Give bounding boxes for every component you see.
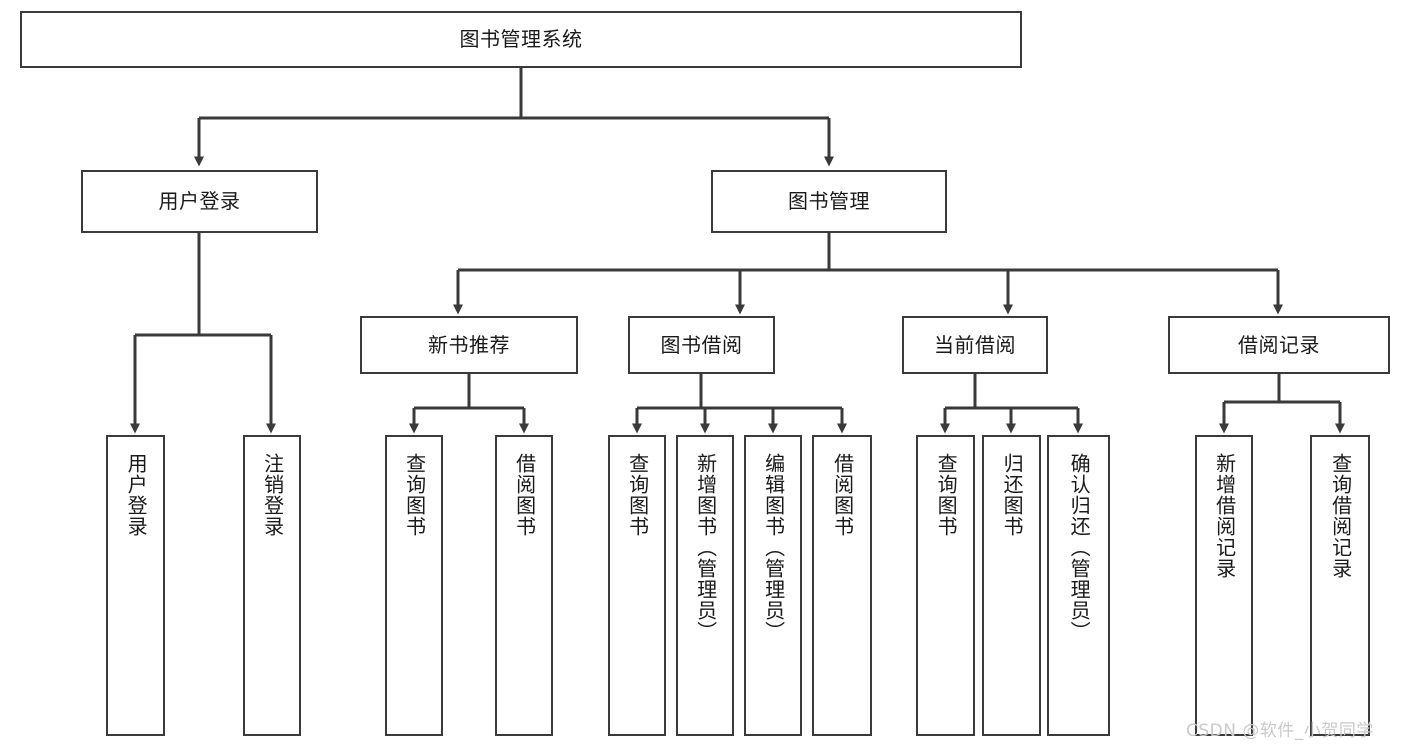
node-borrow-record-label: 借阅记录	[1238, 332, 1320, 357]
node-root[interactable]: 图书管理系统	[20, 11, 1022, 68]
leaf-add-book-admin-label: 新增图书（管理员）	[693, 453, 718, 642]
leaf-borrow-book-label: 借阅图书	[830, 453, 855, 537]
leaf-borrow-book-recommend[interactable]: 借阅图书	[495, 435, 553, 736]
leaf-logout[interactable]: 注销登录	[243, 435, 301, 736]
node-current-borrow[interactable]: 当前借阅	[902, 316, 1048, 374]
leaf-query-borrow-record[interactable]: 查询借阅记录	[1310, 435, 1370, 736]
leaf-query-borrow-record-label: 查询借阅记录	[1328, 453, 1353, 579]
leaf-query-book-recommend-label: 查询图书	[402, 453, 427, 537]
leaf-edit-book-admin[interactable]: 编辑图书（管理员）	[744, 435, 802, 736]
node-borrow-record[interactable]: 借阅记录	[1168, 316, 1390, 374]
leaf-add-book-admin[interactable]: 新增图书（管理员）	[676, 435, 734, 736]
node-new-book-recommend-label: 新书推荐	[428, 332, 510, 357]
leaf-query-book[interactable]: 查询图书	[608, 435, 666, 736]
leaf-add-borrow-record-label: 新增借阅记录	[1212, 453, 1237, 579]
node-book-management[interactable]: 图书管理	[711, 170, 947, 233]
node-new-book-recommend[interactable]: 新书推荐	[360, 316, 578, 374]
leaf-confirm-return-admin[interactable]: 确认归还（管理员）	[1047, 435, 1110, 736]
leaf-add-borrow-record[interactable]: 新增借阅记录	[1195, 435, 1253, 736]
watermark-text: CSDN @软件_小贺同学	[1186, 721, 1374, 741]
leaf-query-book-current[interactable]: 查询图书	[916, 435, 975, 736]
leaf-query-book-label: 查询图书	[625, 453, 650, 537]
leaf-return-book-label: 归还图书	[1000, 453, 1025, 537]
leaf-user-login-label: 用户登录	[124, 453, 149, 537]
leaf-query-book-current-label: 查询图书	[934, 453, 959, 537]
node-current-borrow-label: 当前借阅	[934, 332, 1016, 357]
leaf-borrow-book[interactable]: 借阅图书	[812, 435, 872, 736]
leaf-query-book-recommend[interactable]: 查询图书	[385, 435, 443, 736]
node-user-login[interactable]: 用户登录	[81, 170, 318, 233]
node-user-login-label: 用户登录	[158, 189, 241, 214]
leaf-confirm-return-admin-label: 确认归还（管理员）	[1067, 453, 1092, 642]
leaf-edit-book-admin-label: 编辑图书（管理员）	[761, 453, 786, 642]
leaf-user-login[interactable]: 用户登录	[106, 435, 165, 736]
leaf-borrow-book-recommend-label: 借阅图书	[512, 453, 537, 537]
leaf-logout-label: 注销登录	[260, 453, 285, 537]
leaf-return-book[interactable]: 归还图书	[982, 435, 1041, 736]
node-book-borrow[interactable]: 图书借阅	[628, 316, 775, 374]
node-root-label: 图书管理系统	[459, 27, 583, 52]
node-book-management-label: 图书管理	[788, 189, 870, 214]
node-book-borrow-label: 图书借阅	[660, 332, 743, 357]
